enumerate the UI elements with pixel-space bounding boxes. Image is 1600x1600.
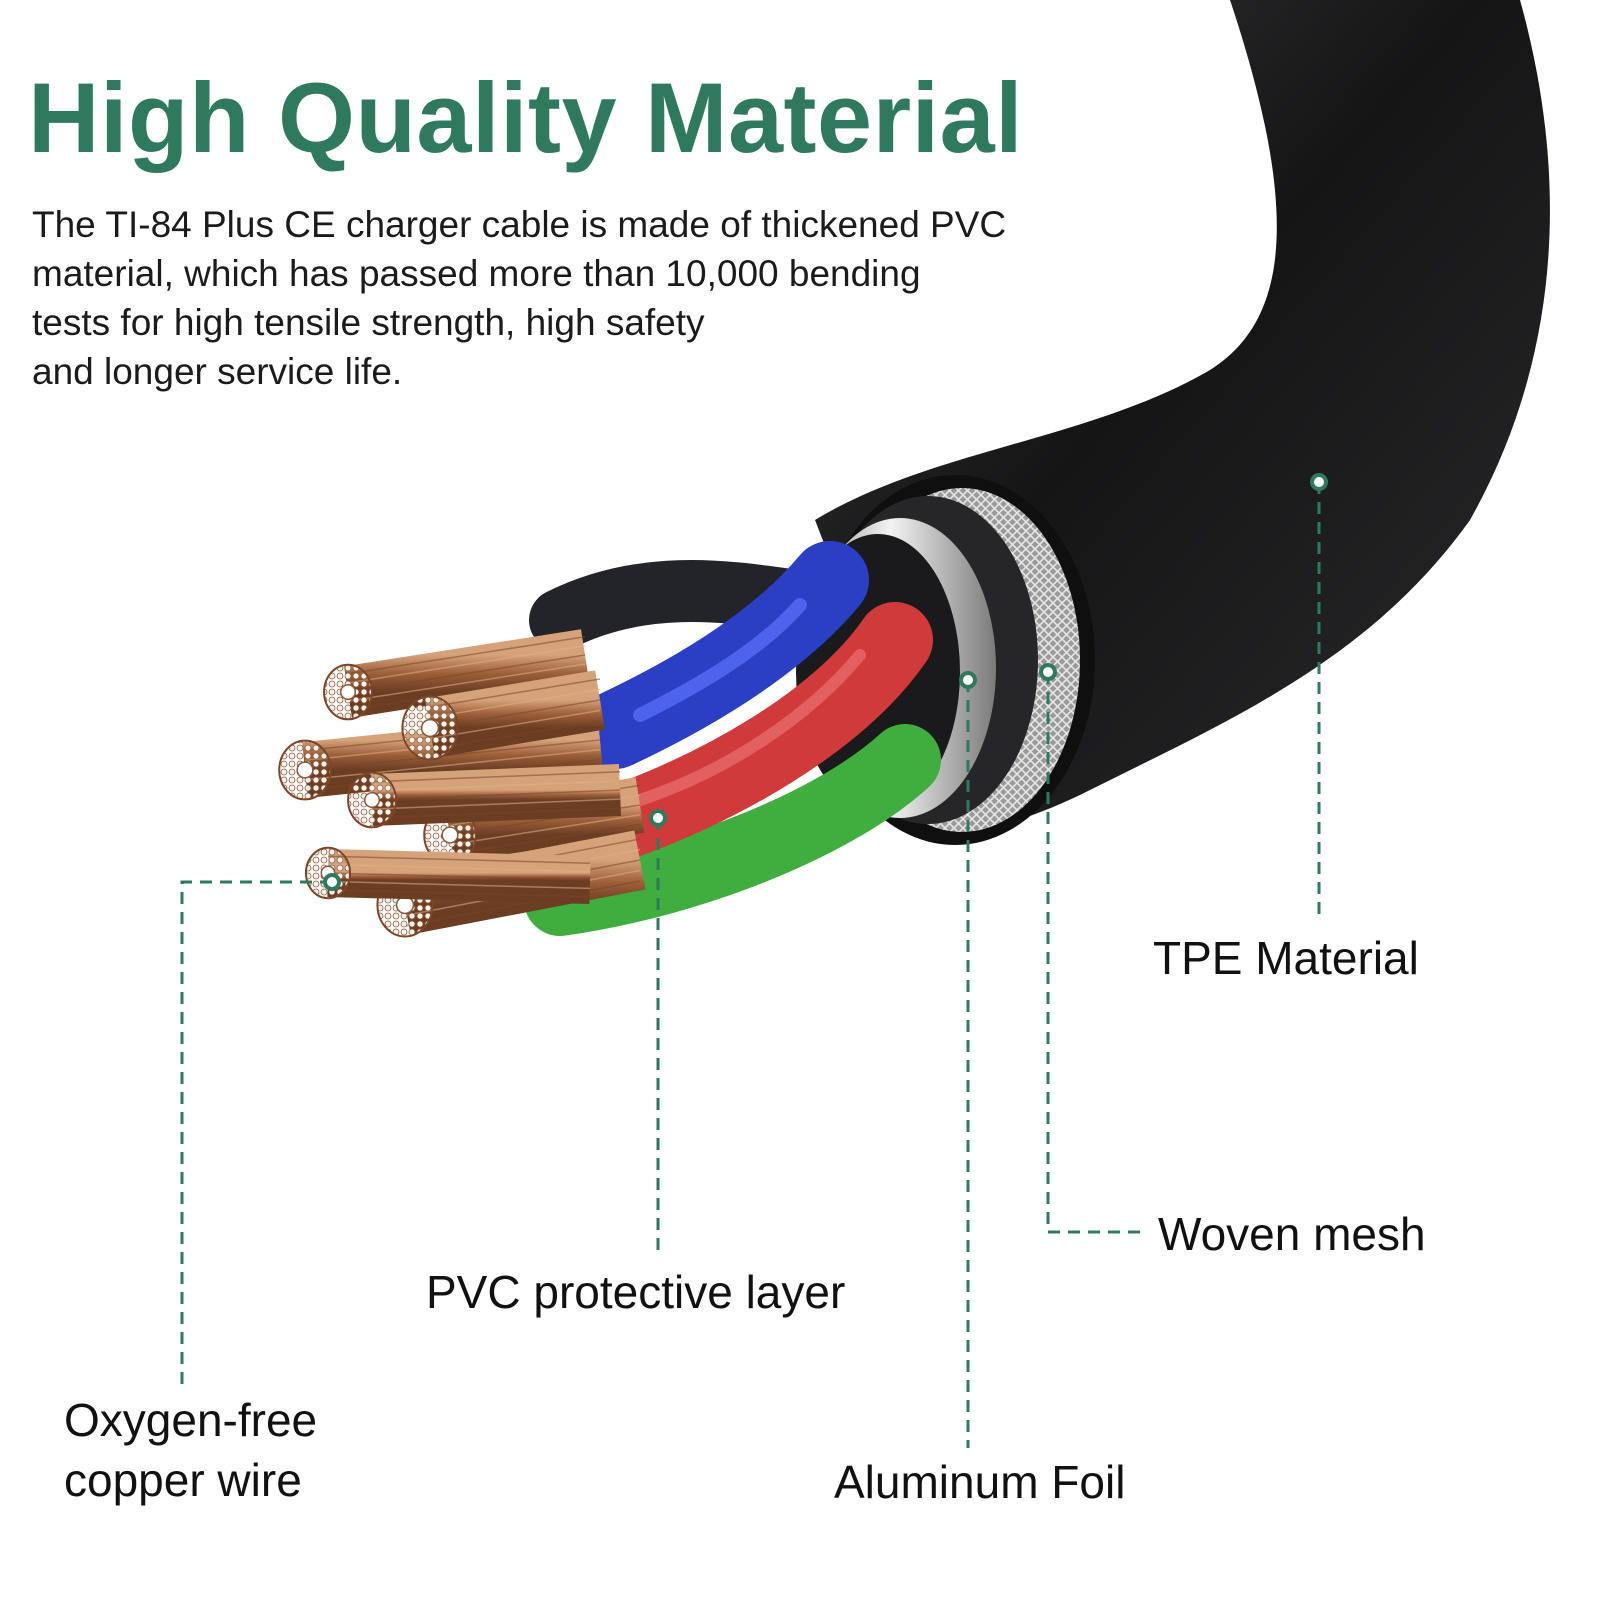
copper-bundle-core: [441, 826, 459, 844]
copper-strand-line: [304, 749, 601, 781]
leader-markers: [323, 473, 1328, 891]
copper-strand-line: [429, 709, 601, 740]
copper-strand-line: [371, 798, 621, 810]
copper-strand-line: [347, 663, 586, 702]
copper-strand-line: [449, 823, 641, 856]
headline: High Quality Material: [28, 62, 1024, 173]
copper-bundle-core: [363, 791, 381, 809]
callout-label: Woven mesh: [1158, 1208, 1426, 1260]
description-line: The TI-84 Plus CE charger cable is made …: [32, 204, 1007, 245]
leader-line-mesh: [1046, 672, 1146, 1234]
copper-strand-line: [371, 789, 621, 801]
marker-tpe: [1310, 473, 1328, 491]
copper-strand-line: [429, 688, 601, 719]
copper-strand-line: [327, 880, 591, 890]
marker-copper: [323, 873, 341, 891]
description: The TI-84 Plus CE charger cable is made …: [32, 200, 1152, 396]
callout-label: Aluminum Foil: [834, 1456, 1126, 1508]
marker-foil: [959, 671, 977, 689]
copper-bundle-core: [339, 683, 357, 701]
copper-bundle-core: [420, 718, 440, 738]
copper-strand-line: [371, 771, 621, 783]
copper-strand-line: [371, 807, 621, 819]
callout-tpe-material: TPE Material: [1153, 928, 1419, 988]
copper-strand-line: [347, 654, 586, 693]
copper-strand-line: [347, 636, 586, 675]
description-line: tests for high tensile strength, high sa…: [32, 302, 705, 343]
insulated-wires: [524, 541, 941, 936]
callout-woven-mesh: Woven mesh: [1158, 1204, 1426, 1264]
marker-mesh: [1039, 663, 1057, 681]
copper-strand-line: [327, 889, 591, 898]
description-line: and longer service life.: [32, 351, 403, 392]
copper-strand-line: [327, 863, 591, 873]
copper-strand-bundles: [278, 629, 646, 938]
copper-bundle-core: [296, 761, 314, 779]
copper-strand-line: [304, 739, 601, 771]
copper-strand-line: [327, 855, 591, 864]
copper-strand-line: [429, 678, 601, 708]
callout-label: PVC protective layer: [426, 1266, 846, 1318]
callout-copper-wire: Oxygen-free copper wire: [64, 1390, 317, 1510]
marker-pvc: [649, 809, 667, 827]
description-line: material, which has passed more than 10,…: [32, 253, 921, 294]
copper-strand-line: [404, 880, 641, 927]
copper-strand-line: [429, 720, 601, 750]
copper-strand-line: [449, 814, 641, 846]
callout-label-line: Oxygen-free: [64, 1394, 318, 1446]
callout-pvc-layer: PVC protective layer: [426, 1262, 845, 1322]
callout-label-line: copper wire: [64, 1454, 302, 1506]
copper-strand-line: [327, 872, 591, 881]
copper-strand-line: [371, 780, 621, 792]
leader-lines: [180, 482, 1321, 1448]
leader-line-copper: [180, 880, 332, 1390]
callout-aluminum-foil: Aluminum Foil: [834, 1452, 1125, 1512]
copper-strand-line: [347, 645, 586, 684]
callout-label: TPE Material: [1153, 932, 1419, 984]
